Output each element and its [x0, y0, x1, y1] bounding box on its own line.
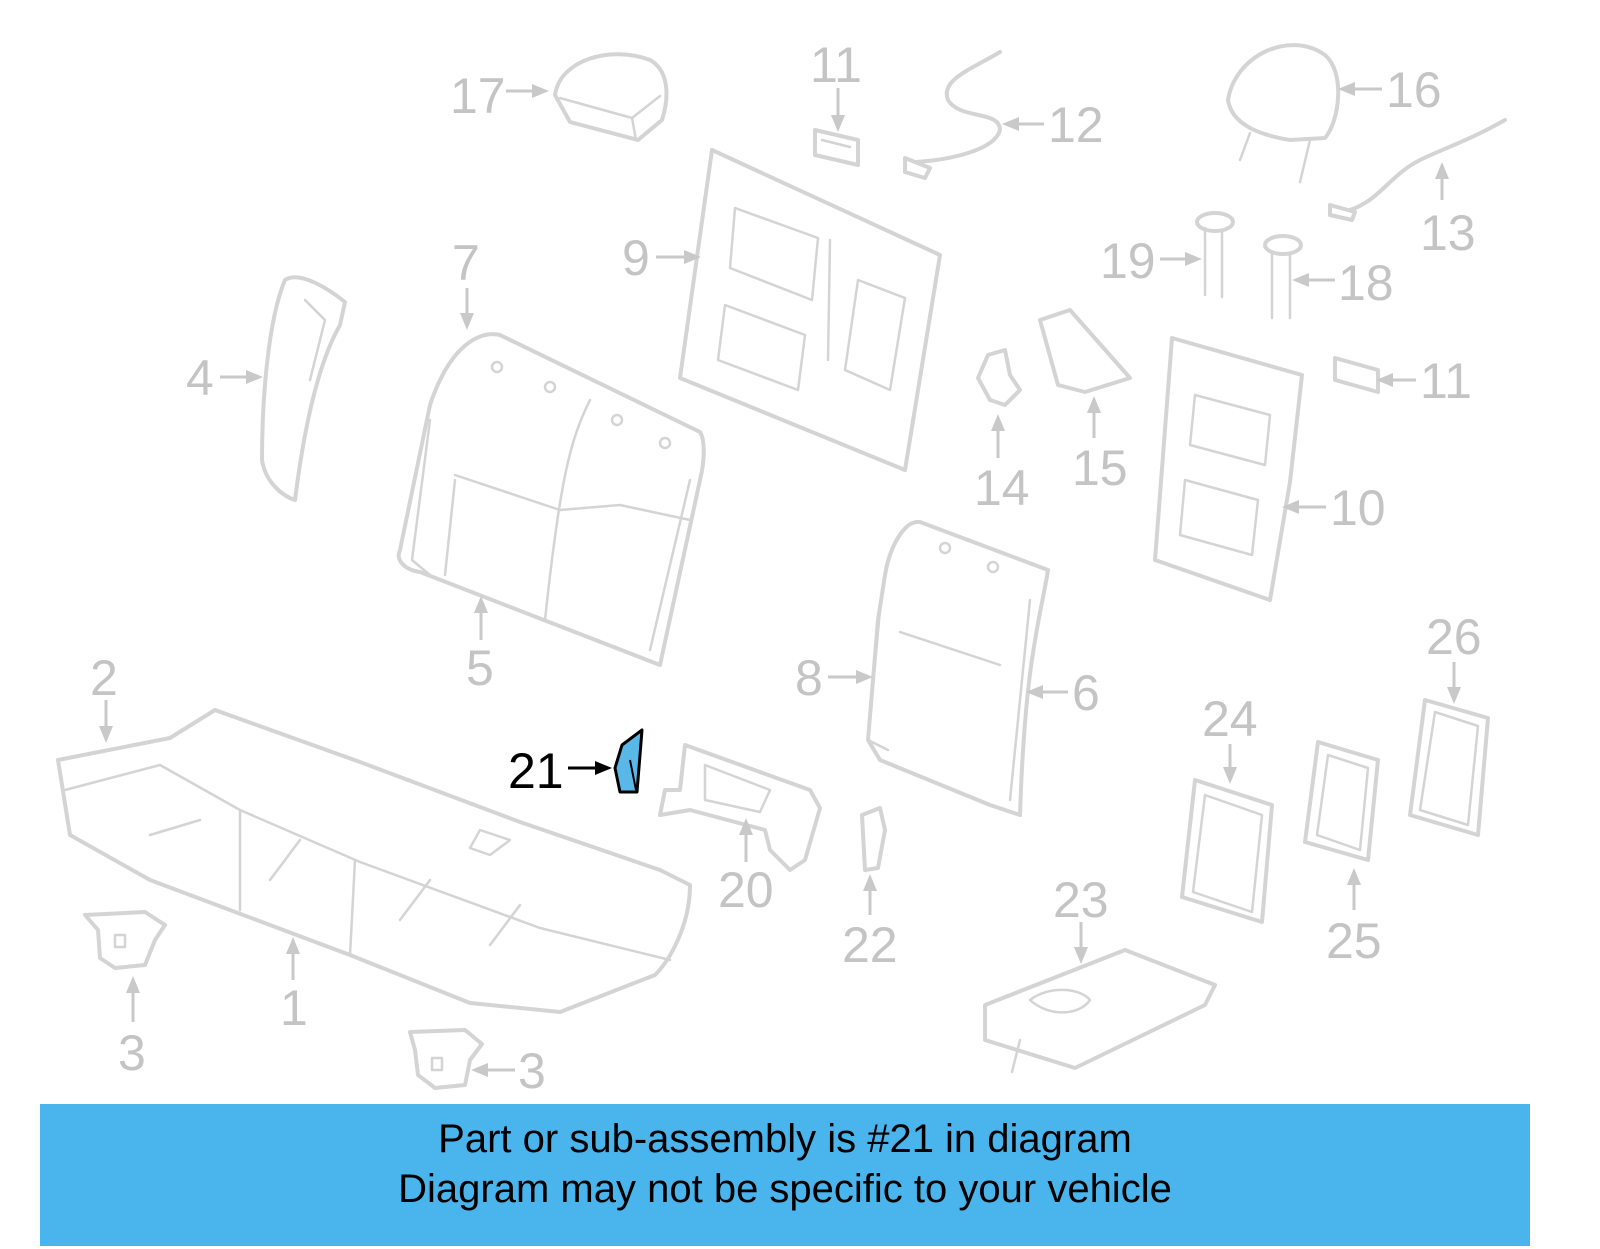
- part-22-bracket: [860, 806, 887, 872]
- svg-text:2: 2: [90, 650, 118, 706]
- svg-text:16: 16: [1386, 62, 1442, 118]
- part-20-bracket: [658, 743, 822, 872]
- svg-text:13: 13: [1420, 205, 1476, 261]
- svg-text:4: 4: [186, 350, 214, 406]
- svg-text:5: 5: [466, 640, 494, 696]
- part-25-panel: [1303, 740, 1380, 862]
- svg-text:14: 14: [974, 460, 1030, 516]
- callout-18: 18: [1292, 255, 1394, 311]
- svg-text:15: 15: [1072, 440, 1128, 496]
- svg-text:23: 23: [1053, 872, 1109, 928]
- callout-11-right: 11: [1376, 353, 1472, 409]
- callout-19: 19: [1100, 233, 1202, 289]
- callout-5: 5: [466, 596, 494, 696]
- svg-text:3: 3: [518, 1043, 546, 1099]
- info-banner: Part or sub-assembly is #21 in diagram D…: [40, 1104, 1530, 1246]
- callout-7: 7: [452, 235, 480, 330]
- callout-15: 15: [1072, 396, 1128, 496]
- svg-text:26: 26: [1426, 609, 1482, 665]
- callout-23: 23: [1053, 872, 1109, 964]
- svg-text:24: 24: [1202, 691, 1258, 747]
- svg-text:11: 11: [1420, 353, 1472, 409]
- callout-3-bottom: 3: [471, 1043, 546, 1099]
- callout-4: 4: [186, 350, 263, 406]
- banner-line-disclaimer: Diagram may not be specific to your vehi…: [398, 1167, 1172, 1211]
- svg-text:11: 11: [810, 37, 862, 93]
- callout-3-left: 3: [118, 976, 146, 1081]
- part-15-bracket: [1038, 308, 1132, 394]
- part-23-armrest: [983, 948, 1217, 1074]
- part-14-bracket: [976, 348, 1022, 407]
- part-4-side-bolster: [260, 275, 347, 502]
- part-10-back-panel: [1153, 336, 1304, 602]
- svg-text:1: 1: [280, 980, 308, 1036]
- callout-11-top: 11: [810, 37, 862, 132]
- callout-6: 6: [1026, 665, 1100, 721]
- part-17-headrest: [553, 52, 669, 142]
- part-3-clip-bottom: [408, 1028, 484, 1090]
- part-11-clip-right: [1333, 356, 1380, 394]
- svg-text:19: 19: [1100, 233, 1156, 289]
- callout-10: 10: [1282, 480, 1386, 536]
- part-1-seat-cushion: [56, 708, 692, 1014]
- callout-17: 17: [450, 68, 549, 124]
- svg-text:17: 17: [450, 68, 506, 124]
- callout-26: 26: [1426, 609, 1482, 704]
- callout-2: 2: [90, 650, 118, 743]
- part-13-cable: [1328, 118, 1507, 222]
- svg-text:8: 8: [795, 650, 823, 706]
- svg-text:25: 25: [1326, 913, 1382, 969]
- svg-text:18: 18: [1338, 255, 1394, 311]
- callout-25: 25: [1326, 868, 1382, 969]
- part-19-headrest-guide: [1195, 211, 1235, 299]
- banner-line-part: Part or sub-assembly is #21 in diagram: [438, 1117, 1132, 1161]
- callout-22: 22: [842, 874, 898, 973]
- callout-9: 9: [622, 230, 701, 286]
- part-18-headrest-guide: [1263, 234, 1303, 320]
- callout-8: 8: [795, 650, 873, 706]
- part-21-highlighted: [613, 728, 644, 794]
- svg-text:22: 22: [842, 917, 898, 973]
- part-5-seat-back-large: [396, 332, 706, 667]
- callout-16: 16: [1338, 62, 1442, 118]
- part-3-clip-left: [83, 910, 167, 970]
- svg-text:3: 3: [118, 1025, 146, 1081]
- part-26-panel: [1408, 698, 1490, 837]
- callout-13: 13: [1420, 162, 1476, 261]
- callout-20: 20: [718, 818, 774, 918]
- callout-24: 24: [1202, 691, 1258, 784]
- part-24-panel: [1180, 778, 1274, 924]
- callout-21: 21: [508, 743, 612, 799]
- callout-12: 12: [1002, 97, 1104, 153]
- part-11-clip-top: [813, 128, 860, 167]
- part-16-headrest: [1226, 43, 1341, 184]
- svg-text:12: 12: [1048, 97, 1104, 153]
- svg-text:20: 20: [718, 862, 774, 918]
- svg-text:9: 9: [622, 230, 650, 286]
- svg-text:7: 7: [452, 235, 480, 291]
- callout-14: 14: [974, 414, 1030, 516]
- part-12-cable: [903, 50, 1002, 180]
- callout-1: 1: [280, 937, 308, 1036]
- part-8-seat-back-small: [866, 519, 1050, 817]
- svg-text:6: 6: [1072, 665, 1100, 721]
- svg-text:10: 10: [1330, 480, 1386, 536]
- part-9-back-panel: [678, 148, 942, 472]
- svg-text:21: 21: [508, 743, 564, 799]
